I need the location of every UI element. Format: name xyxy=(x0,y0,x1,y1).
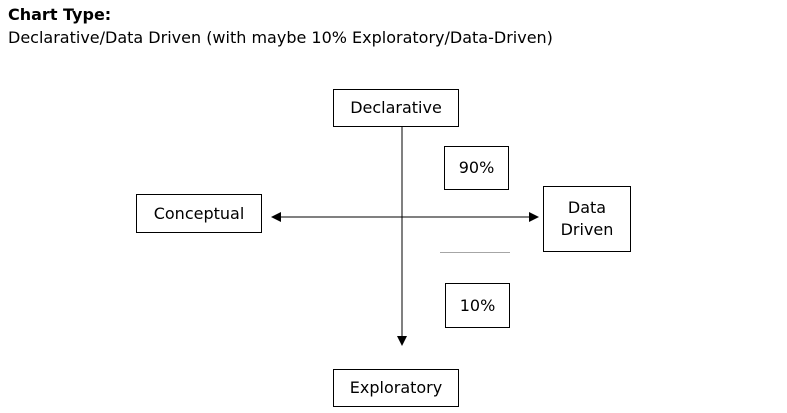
data-driven-label: Data Driven xyxy=(560,198,614,239)
upper-percent-label: 90% xyxy=(458,158,495,177)
chart-type-description: Declarative/Data Driven (with maybe 10% … xyxy=(8,28,553,47)
right-arrowhead-icon xyxy=(529,212,539,222)
left-arrowhead-icon xyxy=(271,212,281,222)
exploratory-label: Exploratory xyxy=(349,378,443,397)
lower-percent-label: 10% xyxy=(459,295,496,315)
data-driven-node: Data Driven xyxy=(543,186,631,252)
quadrant-divider-line xyxy=(440,252,510,253)
exploratory-node: Exploratory xyxy=(333,369,459,407)
conceptual-label: Conceptual xyxy=(153,203,245,223)
chart-type-heading: Chart Type: xyxy=(8,5,112,24)
declarative-node: Declarative xyxy=(333,89,459,127)
conceptual-node: Conceptual xyxy=(136,194,262,233)
declarative-label: Declarative xyxy=(350,98,442,117)
down-arrowhead-icon xyxy=(397,336,407,346)
upper-percent-box: 90% xyxy=(444,146,509,190)
lower-percent-box: 10% xyxy=(445,283,510,328)
